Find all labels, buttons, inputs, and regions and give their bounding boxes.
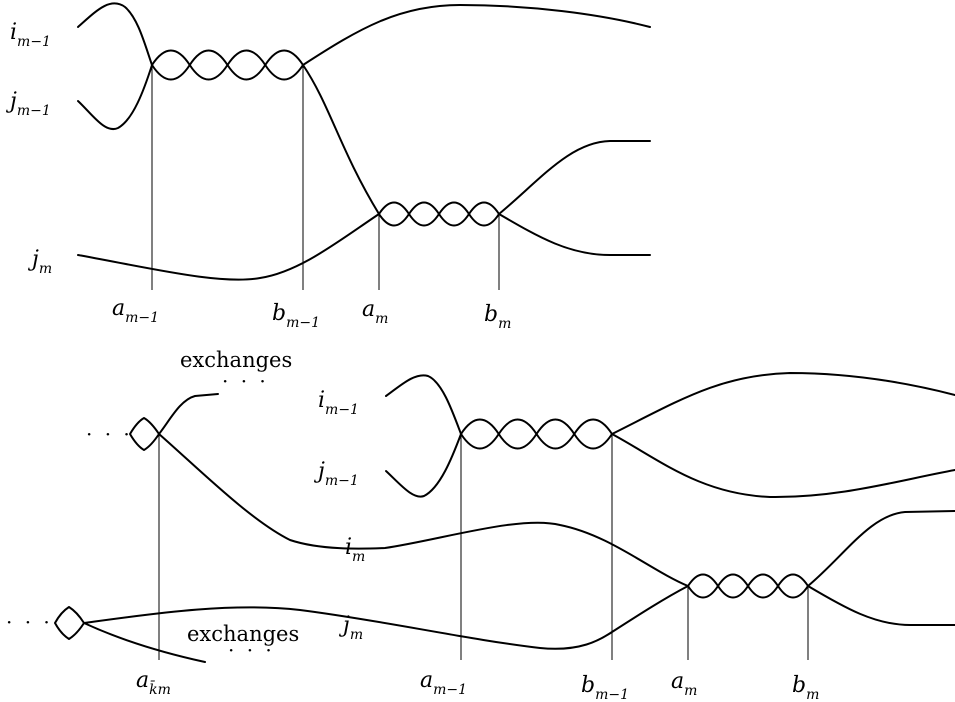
axis-label-a-m: am	[362, 297, 388, 327]
strand-i-m-bottom	[158, 433, 689, 587]
label-j-prev: jm−1	[5, 89, 51, 119]
label-i-prev-bottom: im−1	[318, 388, 359, 418]
ellipsis-upper-right: · · ·	[222, 369, 269, 393]
axis-label-b-m-bottom: bm	[792, 673, 819, 702]
braid-bottom-second-upper	[687, 573, 809, 587]
strand-falling-exit	[498, 213, 651, 256]
label-i-prev: im−1	[10, 20, 51, 50]
strand-upper-exit	[302, 4, 651, 66]
axis-label-b-prev-bottom: bm−1	[581, 673, 629, 702]
ellipsis-lower-right: · · ·	[228, 638, 275, 662]
bottom-diagram: exchanges · · · · · · · · · exchanges · …	[6, 348, 955, 702]
strand-j-prev-entry	[77, 64, 153, 131]
axis-label-a-prev-bottom: am−1	[420, 668, 467, 698]
strand-to-exchanges-upper	[158, 393, 219, 435]
braid-bottom-first-lower	[460, 433, 613, 450]
axis-label-a-prev: am−1	[112, 296, 159, 326]
ellipsis-upper-left: · · ·	[86, 422, 133, 446]
strand-i-prev-entry-bottom	[385, 374, 462, 435]
strand-to-exchanges-lower	[83, 622, 206, 663]
left-crossing-lower	[54, 606, 85, 640]
strand-rising-exit	[498, 140, 651, 215]
label-j-m: jm	[27, 247, 52, 277]
strand-descending	[302, 64, 380, 215]
strand-falling-exit-bottom	[807, 585, 955, 626]
top-diagram: im−1 jm−1 jm am−1 bm−1 am bm	[5, 2, 651, 332]
strand-j-m-bottom	[83, 585, 689, 650]
axis-label-a-m-bottom: am	[671, 669, 697, 699]
exchanges-label-upper: exchanges	[180, 348, 292, 372]
strand-lower-exit-bottom	[611, 433, 955, 499]
axis-label-b-m: bm	[484, 302, 511, 332]
strand-upper-exit-bottom	[611, 372, 955, 435]
exchanges-label-lower: exchanges	[187, 622, 299, 646]
axis-label-b-prev: bm−1	[272, 301, 320, 331]
label-i-m-bottom: im	[345, 535, 365, 565]
strand-j-prev-entry-bottom	[385, 433, 462, 498]
braid-top-second-lower	[378, 213, 500, 227]
left-crossing-upper	[129, 417, 160, 451]
ellipsis-lower-left: · · ·	[6, 610, 53, 634]
braid-top-second-upper	[378, 201, 500, 215]
braid-bottom-second-lower	[687, 585, 809, 599]
strand-i-prev-entry	[77, 2, 153, 66]
braid-top-first-upper	[151, 49, 304, 66]
strand-j-m	[77, 213, 380, 281]
axis-label-a-k: ak̄m	[136, 668, 171, 698]
braid-top-first-lower	[151, 64, 304, 81]
braid-bottom-first-upper	[460, 418, 613, 435]
strand-rising-exit-bottom	[807, 510, 955, 587]
label-j-prev-bottom: jm−1	[313, 459, 359, 489]
